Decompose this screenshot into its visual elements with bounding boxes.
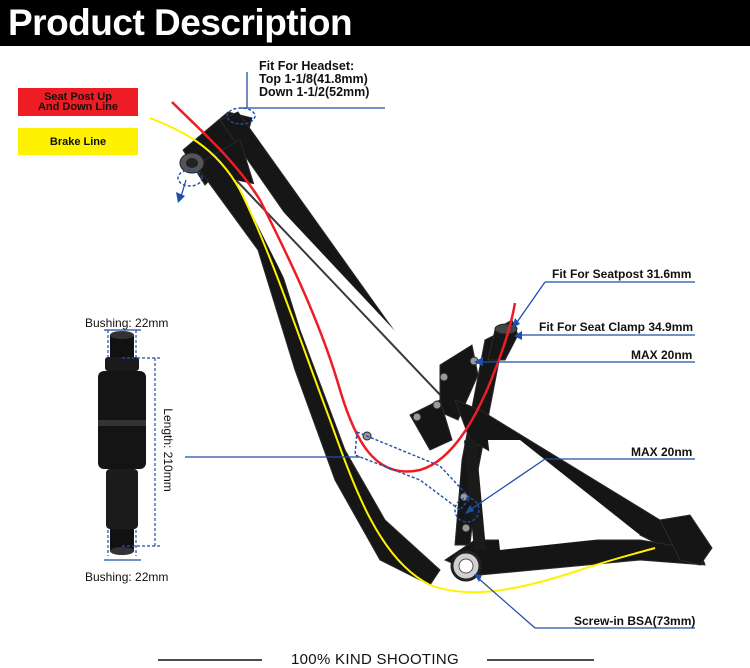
bushing-bottom-label: Bushing: 22mm: [85, 570, 169, 584]
brake-cable-line: [149, 117, 656, 594]
headset-down-size: Down 1-1/2(52mm): [259, 85, 370, 99]
callout-arrowheads: [176, 192, 522, 582]
seatpost-top: [494, 323, 518, 335]
front-triangle-opening: [235, 180, 455, 450]
legend-seatpost-line: Seat Post Up And Down Line: [18, 88, 138, 116]
headset-title: Fit For Headset:: [259, 59, 355, 73]
legend-seatpost-label-line2: And Down Line: [37, 101, 119, 113]
header-banner: Product Description: [0, 0, 750, 46]
bottom-bracket: [450, 550, 482, 582]
shock-dimension-lines: [107, 330, 160, 556]
legend-brake-line: Brake Line: [18, 128, 138, 155]
rear-shock: [98, 331, 146, 555]
shock-length-label: Length: 210mm: [161, 408, 175, 492]
rear-triangle-opening: [488, 440, 640, 550]
seatpost-cable-line: [171, 101, 517, 473]
headset-top-size: Top 1-1/8(41.8mm): [259, 72, 368, 86]
bottom-bracket-callout: Screw-in BSA(73mm): [574, 614, 696, 628]
legend-brake-label: Brake Line: [49, 135, 107, 148]
max-torque-mid-callout: MAX 20nm: [631, 445, 693, 459]
seatpost-callout: Fit For Seatpost 31.6mm: [552, 267, 692, 281]
footer-caption: 100% KIND SHOOTING: [291, 651, 459, 668]
callout-leaders: [179, 72, 695, 629]
bushing-top-label: Bushing: 22mm: [85, 316, 169, 330]
legend-seatpost-label-line1: Seat Post Up: [44, 91, 112, 103]
seat-clamp-callout: Fit For Seat Clamp 34.9mm: [539, 320, 694, 334]
max-torque-top-callout: MAX 20nm: [631, 348, 693, 362]
headtube-cap: [179, 152, 205, 174]
headset-callout: Fit For Headset: Top 1-1/8(41.8mm) Down …: [259, 60, 369, 99]
page-title: Product Description: [8, 2, 353, 43]
